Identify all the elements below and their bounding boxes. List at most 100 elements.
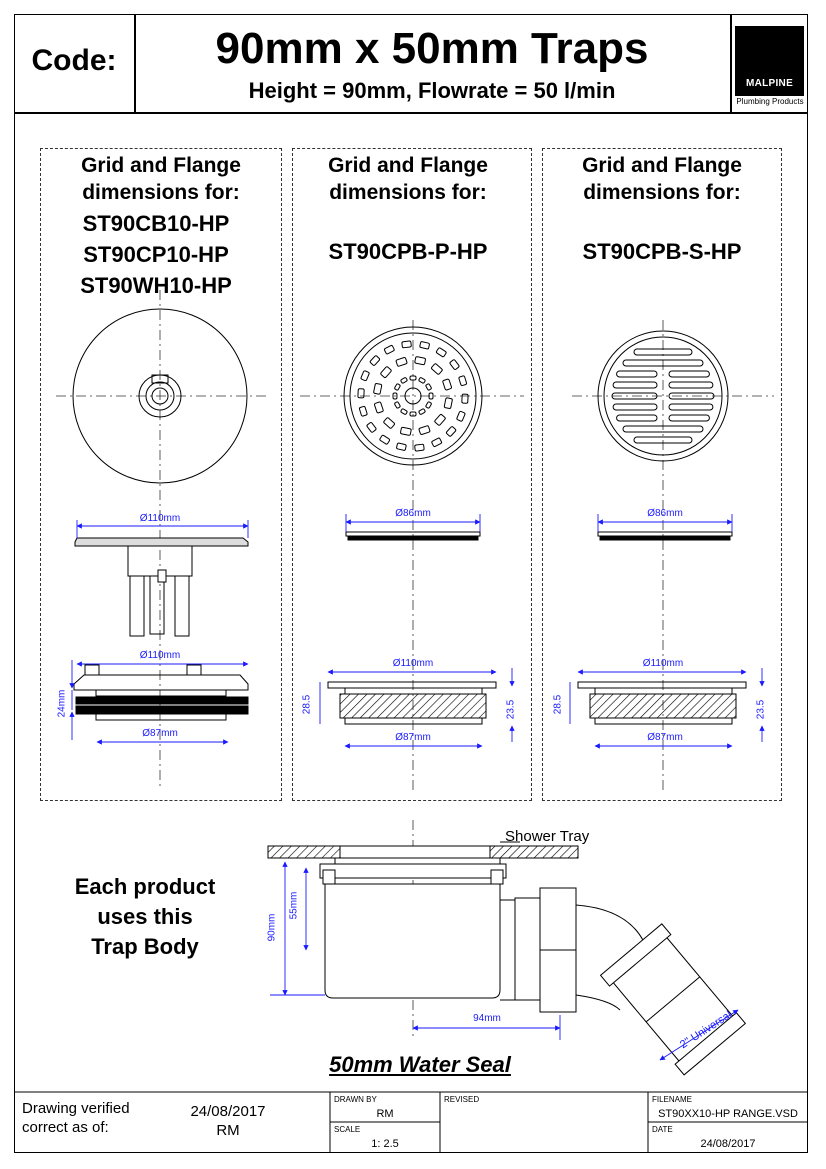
filename-value: ST90XX10-HP RANGE.VSD: [658, 1108, 798, 1120]
filename-label: FILENAME: [652, 1095, 693, 1104]
grid-hole: [443, 397, 453, 409]
date-value: 24/08/2017: [700, 1138, 756, 1150]
grid-hole: [414, 356, 426, 366]
grid-hole: [383, 417, 395, 429]
grid-slot: [668, 370, 710, 378]
grid-hole: [409, 375, 417, 381]
trap-body-drawing: [267, 820, 747, 1076]
scale-label: SCALE: [334, 1125, 361, 1134]
grid-slot: [668, 414, 710, 422]
panel-3-border: [542, 148, 782, 801]
shower-tray-label: Shower Tray: [505, 828, 590, 845]
panel-3-height-left: 28.5: [552, 694, 564, 715]
panel-2-heading: Grid and Flange dimensions for:: [292, 152, 524, 206]
grid-hole: [425, 401, 432, 409]
grid-hole: [418, 408, 426, 415]
verified-date: 24/08/2017: [190, 1103, 266, 1120]
grid-hole: [458, 375, 468, 387]
panel-1-flange-diameter: Ø110mm: [139, 650, 181, 661]
verified-by: RM: [216, 1122, 240, 1139]
grid-slot: [622, 425, 704, 433]
verified-label-line1: Drawing verified: [22, 1100, 130, 1117]
grid-hole: [400, 408, 408, 415]
panel-3-thread-diameter: Ø87mm: [647, 732, 683, 743]
grid-hole: [456, 410, 466, 422]
grid-slot: [622, 359, 704, 367]
water-seal-label: 50mm Water Seal: [329, 1052, 511, 1077]
dimension-lines: [69, 514, 765, 749]
grid-slot: [612, 403, 658, 411]
panel-3-grid-diameter: Ø86mm: [647, 508, 683, 519]
panel-3-codes: ST90CPB-S-HP: [542, 236, 782, 267]
trap-body-note-line1: Each product: [74, 874, 216, 899]
grid-slot: [668, 392, 715, 400]
grid-hole: [374, 401, 384, 414]
header-logo-divider: [730, 14, 732, 112]
grid-slot: [612, 381, 658, 389]
grid-hole: [461, 393, 469, 404]
grid-hole: [394, 401, 401, 409]
panel-1-code-1: ST90CB10-HP: [82, 211, 230, 236]
grid-hole: [431, 363, 443, 375]
grid-hole: [425, 383, 432, 391]
grid-hole: [449, 359, 460, 370]
grid-hole: [409, 411, 417, 417]
panel-3-heading-line2: dimensions for:: [583, 181, 741, 204]
trap-body-height: 55mm: [288, 891, 300, 920]
panel-2-heading-line1: Grid and Flange: [328, 154, 488, 177]
drawn-by-value: RM: [376, 1108, 394, 1120]
trap-body-dimensions: [270, 861, 739, 1061]
panel-2-heading-line2: dimensions for:: [329, 181, 487, 204]
panel-3-heading-line1: Grid and Flange: [582, 154, 742, 177]
grid-hole: [418, 377, 426, 384]
page-title: 90mm x 50mm Traps: [215, 24, 649, 73]
panel-2-grid-pattern: [357, 340, 469, 452]
panel-3-code-1: ST90CPB-S-HP: [582, 239, 742, 264]
grid-hole: [435, 347, 447, 358]
panel-2-flange-diameter: Ø110mm: [392, 658, 434, 669]
panel-1-heading-line1: Grid and Flange: [81, 154, 241, 177]
trap-outlet-offset: 94mm: [473, 1013, 501, 1024]
drawn-by-label: DRAWN BY: [334, 1095, 377, 1104]
trap-body-note-line3: Trap Body: [91, 934, 199, 959]
verified-values: 24/08/2017 RM: [168, 1102, 288, 1140]
title-block-lines: [14, 1091, 808, 1153]
panel-2-code-1: ST90CPB-P-HP: [328, 239, 488, 264]
grid-hole: [357, 388, 365, 399]
panel-3-drawing: [572, 320, 774, 790]
code-label: Code:: [31, 44, 117, 77]
grid-hole: [414, 443, 425, 452]
grid-hole: [383, 345, 395, 355]
drawing-frame: [14, 14, 808, 1153]
date-label: DATE: [652, 1125, 673, 1134]
grid-slot: [668, 381, 714, 389]
trap-total-height: 90mm: [266, 913, 278, 942]
grid-hole: [379, 434, 391, 445]
revised-label: REVISED: [444, 1095, 480, 1104]
grid-slot: [616, 414, 658, 422]
panel-3-height-right: 23.5: [755, 699, 767, 720]
panel-3-slots: [611, 348, 715, 444]
grid-hole: [401, 340, 412, 349]
grid-hole: [418, 425, 431, 435]
panel-1-codes: ST90CB10-HP ST90CP10-HP ST90WH10-HP: [40, 208, 272, 301]
grid-hole: [358, 405, 368, 417]
brand-logo: [735, 26, 804, 96]
grid-hole: [434, 414, 446, 426]
grid-slot: [616, 370, 658, 378]
header-code-divider: [134, 14, 136, 112]
grid-hole: [395, 357, 408, 367]
grid-hole: [394, 383, 401, 391]
panel-1-thread-diameter: Ø87mm: [142, 728, 178, 739]
verified-label: Drawing verified correct as of:: [22, 1099, 130, 1137]
trap-body-note: Each product uses this Trap Body: [40, 872, 250, 962]
grid-hole: [428, 392, 434, 400]
panel-1-code-2: ST90CP10-HP: [83, 242, 229, 267]
panel-2-grid-diameter: Ø86mm: [395, 508, 431, 519]
grid-hole: [400, 426, 412, 436]
trap-body-note-line2: uses this: [97, 904, 193, 929]
header-divider: [14, 112, 808, 114]
grid-hole: [400, 377, 408, 384]
page-subtitle: Height = 90mm, Flowrate = 50 l/min: [248, 78, 616, 103]
